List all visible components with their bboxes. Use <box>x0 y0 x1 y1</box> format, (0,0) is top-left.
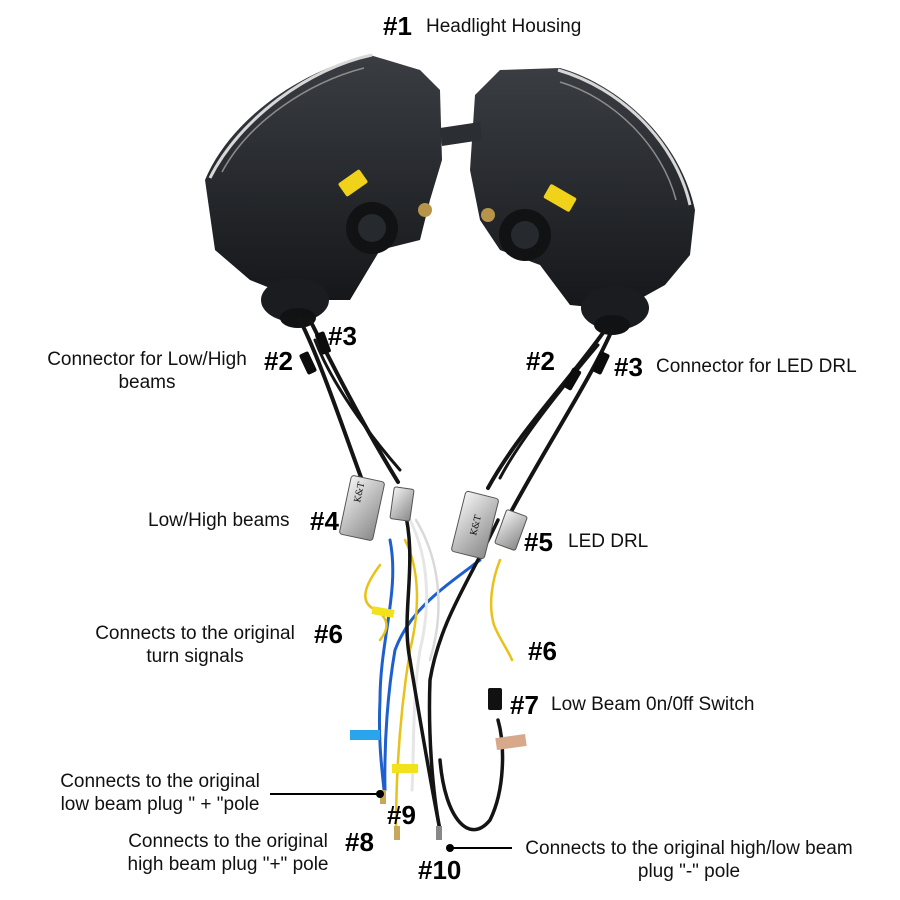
ballast-brand-label: K&T <box>469 514 484 537</box>
housing-bridge-bracket <box>440 122 482 146</box>
callout-6-left-label-line1: Connects to the original <box>95 623 295 644</box>
blue-wire-tag <box>350 730 380 740</box>
callout-2-left-label-line2: beams <box>118 372 176 393</box>
high-beam-plug-terminal <box>394 826 400 840</box>
callout-10-label-line2: plug "-" pole <box>637 861 741 882</box>
ballast-low-high-beams: K&T <box>339 475 415 541</box>
switch-wire-tag <box>495 733 527 751</box>
ballast-led-drl: K&T <box>451 490 528 560</box>
callout-2-right-number: #2 <box>526 346 555 376</box>
callout-6-right-number: #6 <box>528 636 557 666</box>
callout-9-label-line1: Connects to the original <box>60 771 260 792</box>
callout-10-label-line1: Connects to the original high/low beam <box>525 838 853 859</box>
callout-8-label-line1: Connects to the original <box>128 831 328 852</box>
yellow-wire-tag <box>392 764 418 773</box>
callout-7-number: #7 <box>510 690 539 720</box>
callout-1-number: #1 <box>383 11 412 41</box>
callout-1-label: Headlight Housing <box>426 16 582 37</box>
ballast-brand-label: K&T <box>353 481 367 503</box>
leader-lines <box>270 793 512 849</box>
callout-3-right-label: Connector for LED DRL <box>656 356 857 377</box>
callout-10-number: #10 <box>418 855 462 885</box>
callout-9-number: #9 <box>387 800 416 830</box>
wiring-harness <box>298 318 614 832</box>
callout-4-number: #4 <box>310 506 339 536</box>
right-headlight-housing <box>470 68 695 335</box>
callout-2-left-label-line1: Connector for Low/High <box>47 349 247 370</box>
callout-8-label-line2: high beam plug "+" pole <box>127 854 329 875</box>
ground-plug-terminal <box>436 826 442 840</box>
callout-2-left-number: #2 <box>264 346 293 376</box>
cable-connectors <box>299 331 610 391</box>
callout-5-number: #5 <box>524 527 553 557</box>
low-beam-plug-terminal <box>380 790 386 804</box>
leader-dot-ground <box>446 844 454 852</box>
left-headlight-housing <box>205 53 442 328</box>
low-beam-switch-connector <box>488 688 502 710</box>
callout-4-label: Low/High beams <box>148 510 290 531</box>
callout-7-label: Low Beam 0n/0ff Switch <box>551 694 755 715</box>
callout-6-left-label-line2: turn signals <box>146 646 244 667</box>
callout-6-left-number: #6 <box>314 619 343 649</box>
callout-8-number: #8 <box>345 827 374 857</box>
leader-dot-low-beam <box>376 790 384 798</box>
callout-3-right-number: #3 <box>614 352 643 382</box>
callout-5-label: LED DRL <box>568 531 649 552</box>
callout-9-label-line2: low beam plug " + "pole <box>60 794 260 815</box>
callout-3-left-number: #3 <box>328 321 357 351</box>
turn-signal-wire-tag <box>371 606 395 618</box>
